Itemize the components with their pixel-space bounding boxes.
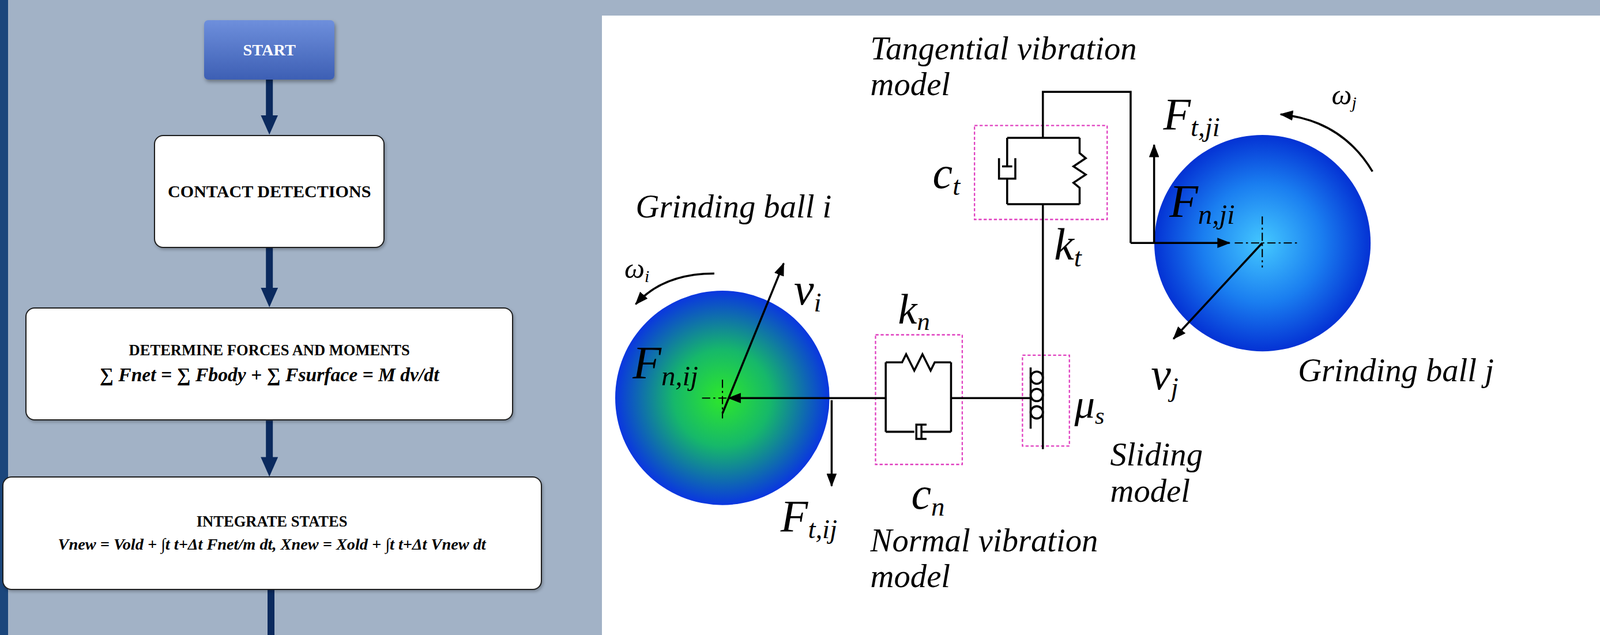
flow-arrow — [265, 247, 273, 296]
force-symbol: Fn,ji — [1169, 175, 1235, 228]
angular-velocity: ωi — [624, 253, 650, 285]
damping-symbol: cn — [910, 469, 945, 519]
damping-symbol: ct — [932, 148, 961, 199]
velocity-symbol: vj — [1150, 349, 1179, 400]
ball-name: Grinding ball j — [1297, 352, 1494, 389]
force-symbol: Ft,ji — [1163, 89, 1221, 140]
box-title: DETERMINE FORCES AND MOMENTS — [129, 341, 410, 360]
box-title: INTEGRATE STATES — [196, 512, 348, 532]
model-caption: Normal vibration model — [870, 522, 1139, 595]
dashed-boxes — [875, 125, 1108, 465]
stiffness-symbol: kt — [1053, 220, 1082, 270]
friction-symbol: μs — [1074, 381, 1105, 427]
force-arrows — [635, 114, 1373, 486]
model-caption: Tangential vibration model — [870, 30, 1167, 103]
process-box: INTEGRATE STATESVnew = Vold + ∫t t+Δt Fn… — [2, 476, 542, 590]
force-symbol: Fn,ij — [632, 336, 698, 389]
box-title: CONTACT DETECTIONS — [167, 181, 371, 202]
box-title: START — [243, 40, 296, 60]
process-box: CONTACT DETECTIONS — [153, 134, 385, 248]
exit-arrow-stub — [267, 589, 275, 635]
process-box: DETERMINE FORCES AND MOMENTS ∑ Fnet = ∑ F… — [25, 307, 514, 421]
slider — [1030, 367, 1043, 429]
center-marks — [702, 216, 1299, 419]
flow-arrow — [265, 420, 273, 465]
normal-spring-damper — [885, 354, 1031, 439]
force-symbol: Ft,ij — [780, 491, 838, 542]
flow-arrow — [265, 79, 273, 124]
start-box: START — [204, 20, 335, 80]
tangential-spring-damper — [999, 91, 1131, 449]
stiffness-symbol: kn — [897, 285, 930, 334]
ball-name: Grinding ball i — [635, 188, 832, 225]
model-caption: Sliding model — [1110, 436, 1225, 509]
velocity-symbol: vi — [793, 265, 822, 315]
angular-velocity: ωj — [1331, 79, 1357, 112]
box-formula: ∑ Fnet = ∑ Fbody + ∑ Fsurface = M dv/dt — [99, 363, 440, 387]
box-formula: Vnew = Vold + ∫t t+Δt Fnet/m dt, Xnew = … — [58, 534, 487, 555]
